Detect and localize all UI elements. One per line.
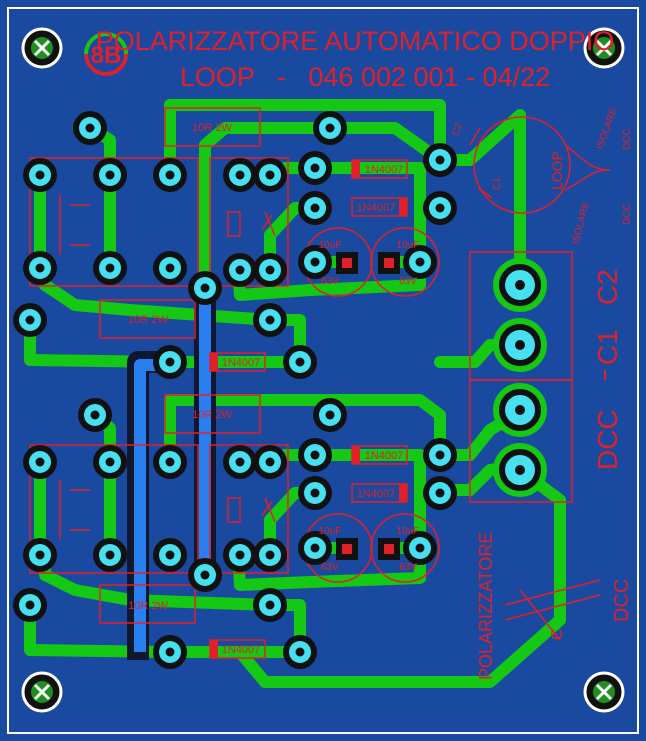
- pad: [188, 558, 222, 592]
- title-line-2: LOOP - 046 002 001 - 04/22: [180, 62, 550, 92]
- label-r-bot-2: 10R 2W: [128, 600, 168, 612]
- pad: [93, 251, 127, 285]
- label-d-bot-1: 1N4007: [365, 450, 404, 462]
- terminal-label-dcc: DCC: [592, 409, 623, 470]
- pad: [223, 158, 257, 192]
- pad: [13, 588, 47, 622]
- loop-label: LOOP: [549, 151, 565, 190]
- pad: [153, 251, 187, 285]
- pad: [153, 635, 187, 669]
- c1-label-loop: C1: [492, 177, 503, 190]
- maker-logo: 8B: [84, 32, 128, 76]
- pad: [253, 158, 287, 192]
- pad: [313, 398, 347, 432]
- pad: [13, 303, 47, 337]
- mounting-hole-bottom-left: [21, 671, 63, 713]
- pad: [93, 538, 127, 572]
- label-r-top-2: 10R 2W: [128, 314, 168, 326]
- label-r-bot-1: 10R 2W: [192, 409, 232, 421]
- mounting-hole-top-left: [21, 27, 63, 69]
- pad: [93, 158, 127, 192]
- pad: [153, 538, 187, 572]
- pad: [93, 445, 127, 479]
- mounting-hole-bottom-right: [583, 671, 625, 713]
- pad: [78, 398, 112, 432]
- pad: [23, 251, 57, 285]
- pad: [298, 476, 332, 510]
- pad: [253, 253, 287, 287]
- polarizzatore-dcc-label: DCC: [611, 579, 633, 622]
- pad: [223, 445, 257, 479]
- label-d-top-2: 1N4007: [357, 202, 396, 214]
- polarizzatore-c-label: C: [549, 628, 566, 640]
- polarizzatore-label: POLARIZZATORE: [476, 532, 496, 680]
- pad: [298, 245, 332, 279]
- cap-volt-3: 63V: [321, 562, 339, 573]
- pad: [223, 538, 257, 572]
- terminal-label-c2: C2: [592, 269, 623, 305]
- pad: [403, 245, 437, 279]
- square-pads: [336, 252, 400, 560]
- pad: [253, 588, 287, 622]
- pad: [283, 345, 317, 379]
- pad: [423, 143, 457, 177]
- pad: [423, 191, 457, 225]
- silkscreen: [29, 107, 611, 659]
- label-r-top-1: 10R 2W: [192, 122, 232, 134]
- pad: [423, 476, 457, 510]
- board-outline: [7, 7, 639, 734]
- pads: [13, 111, 457, 669]
- pad: [298, 151, 332, 185]
- pad: [153, 445, 187, 479]
- cap-volt-2: 63V: [399, 276, 417, 287]
- pad: [23, 158, 57, 192]
- pad: [283, 635, 317, 669]
- dcc-label-top: DCC: [622, 128, 633, 150]
- cap-value-3: 10uF: [319, 526, 342, 537]
- cap-volt-4: 63V: [399, 562, 417, 573]
- diode-bands: [210, 160, 407, 658]
- pad: [223, 253, 257, 287]
- title-line-1: POLARIZZATORE AUTOMATICO DOPPIO: [96, 26, 615, 56]
- c2-label-loop: C2: [450, 121, 465, 137]
- pad: [298, 531, 332, 565]
- pad: [253, 538, 287, 572]
- pad: [253, 303, 287, 337]
- cap-value-4: 10uF: [397, 526, 420, 537]
- pad: [73, 111, 107, 145]
- terminal-label-c1: C1: [592, 329, 623, 365]
- pad: [253, 445, 287, 479]
- pad: [23, 538, 57, 572]
- pad: [313, 111, 347, 145]
- cap-volt-1: 63V: [321, 276, 339, 287]
- pad: [188, 271, 222, 305]
- pad: [298, 438, 332, 472]
- cap-value-2: 10uF: [397, 240, 420, 251]
- terminal-pads: [493, 258, 547, 497]
- dcc-label-bottom: DCC: [622, 203, 633, 225]
- pad: [298, 191, 332, 225]
- label-d-top-3: 1N4007: [222, 357, 261, 369]
- pad: [23, 445, 57, 479]
- label-d-bot-3: 1N4007: [222, 644, 261, 656]
- pad: [153, 345, 187, 379]
- pad: [153, 158, 187, 192]
- logo-text: 8B: [91, 42, 122, 69]
- label-d-bot-2: 1N4007: [357, 488, 396, 500]
- label-d-top-1: 1N4007: [365, 164, 404, 176]
- pad: [403, 531, 437, 565]
- pad: [423, 438, 457, 472]
- mounting-hole-top-right: [583, 27, 625, 69]
- cap-value-1: 10uF: [319, 240, 342, 251]
